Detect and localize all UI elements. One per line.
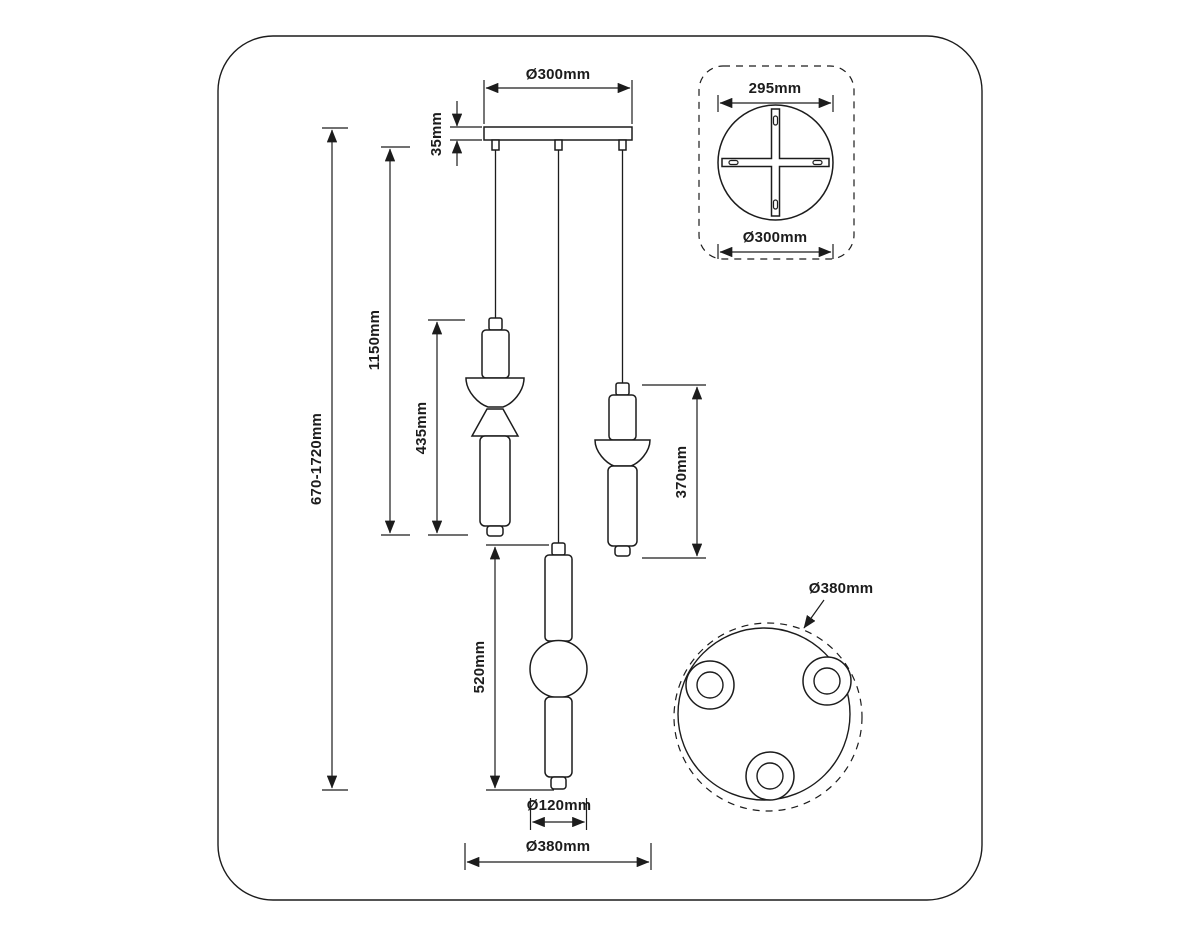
dim-label-left-drop: 1150mm	[366, 310, 383, 370]
dim-label-canopy-thickness: 35mm	[428, 112, 445, 156]
lamp-center-lower-cylinder	[544, 696, 573, 778]
lamp-left-lower-cylinder	[479, 435, 511, 527]
mount-slot-top	[772, 115, 779, 126]
lamp-left-socket	[488, 317, 503, 331]
mount-slot-bottom	[772, 199, 779, 210]
lamp-center	[529, 542, 588, 790]
mount-slot-right	[812, 159, 823, 166]
bottom-view: Ø380mm	[673, 580, 874, 812]
dim-label-front-spread: Ø380mm	[526, 838, 591, 855]
lamp-center-sphere	[529, 639, 588, 699]
dim-canopy-width: Ø300mm	[483, 66, 633, 124]
dim-label-right-lamp: 370mm	[673, 446, 690, 499]
dim-front-spread: Ø380mm	[464, 838, 652, 870]
dim-overall-height: 670-1720mm	[308, 127, 348, 791]
mounting-cross-bracket	[721, 108, 830, 217]
dim-sphere-diameter: Ø120mm	[527, 797, 592, 830]
cord-grip-center	[554, 139, 563, 151]
lamp-right-socket	[615, 382, 630, 396]
bottom-lamp-right	[802, 656, 852, 706]
lamp-center-tip	[550, 776, 567, 790]
dim-label-bottom-spread: Ø380mm	[809, 580, 874, 597]
bottom-lamp-left	[685, 660, 735, 710]
lamp-right-tip	[614, 545, 631, 557]
lamp-left-upper-cylinder	[481, 329, 510, 379]
top-view: 295mm Ø300mm	[698, 65, 855, 260]
dim-label-sphere-diameter: Ø120mm	[527, 797, 592, 814]
front-view: Ø300mm 35mm 670-1720mm 1150mm	[308, 66, 706, 870]
dim-label-left-lamp: 435mm	[413, 402, 430, 455]
dim-canopy-thickness: 35mm	[428, 101, 482, 166]
lamp-left	[465, 317, 525, 537]
dim-bottom-spread: Ø380mm	[803, 580, 874, 629]
dim-plate-mount-width: 295mm	[717, 80, 834, 112]
dim-right-lamp: 370mm	[642, 384, 706, 559]
lamp-left-tip	[486, 525, 504, 537]
canopy-plate	[483, 126, 633, 141]
lamp-right-upper-cylinder	[608, 394, 637, 441]
lamp-center-socket	[551, 542, 566, 556]
lamp-center-upper-cylinder	[544, 554, 573, 642]
cord-grip-left	[491, 139, 500, 151]
lamp-left-bowl	[465, 377, 525, 408]
dim-label-center-lamp: 520mm	[471, 641, 488, 694]
dim-label-plate-diameter: Ø300mm	[743, 229, 808, 246]
drawing-border	[217, 35, 983, 901]
dim-plate-diameter: Ø300mm	[717, 229, 834, 259]
lamp-right-bowl	[594, 439, 651, 467]
dim-label-canopy-width: Ø300mm	[526, 66, 591, 83]
dim-label-plate-mount-width: 295mm	[749, 80, 802, 97]
cord-grip-right	[618, 139, 627, 151]
bottom-spread-dashed-circle	[673, 622, 863, 812]
lamp-right-lower-cylinder	[607, 465, 638, 547]
bottom-lamp-bottom	[745, 751, 795, 801]
lamp-left-cone	[470, 408, 520, 437]
dim-label-overall-height: 670-1720mm	[308, 413, 325, 505]
mount-slot-left	[728, 159, 739, 166]
dim-left-drop: 1150mm	[366, 146, 410, 536]
lamp-right	[594, 382, 651, 557]
top-view-frame	[698, 65, 855, 260]
dim-left-lamp: 435mm	[413, 319, 468, 536]
dim-center-lamp: 520mm	[471, 544, 554, 791]
